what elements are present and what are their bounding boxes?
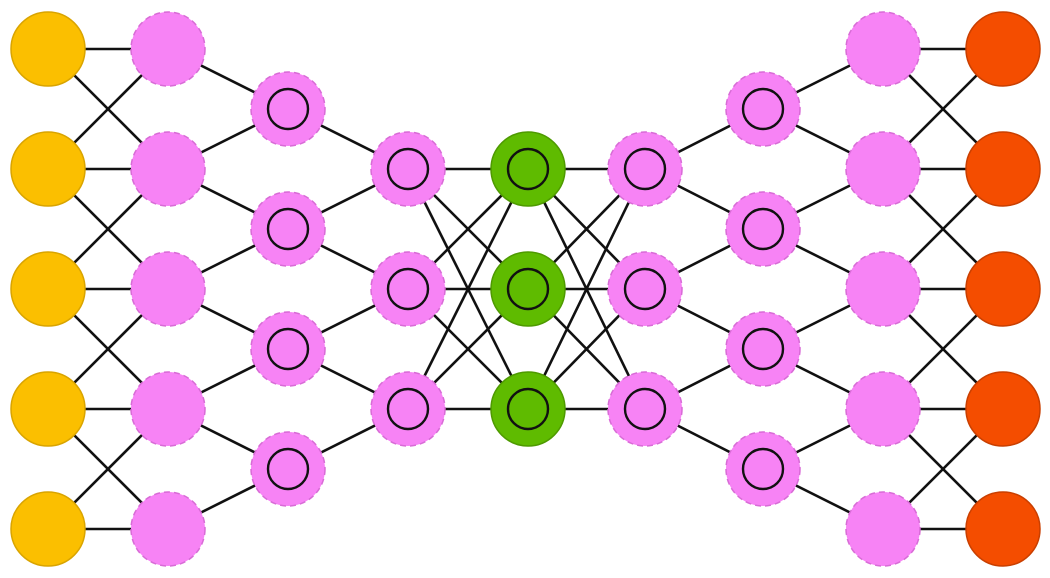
node-input-1 — [10, 11, 86, 87]
node-input-2 — [10, 131, 86, 207]
neuron-inner-ring — [386, 147, 430, 191]
neuron-circle — [490, 371, 566, 447]
neuron-circle — [965, 131, 1041, 207]
node-decoder-2-4 — [725, 431, 801, 507]
node-output-2 — [965, 131, 1041, 207]
neuron-circle — [965, 11, 1041, 87]
node-decoder-3-3 — [845, 251, 921, 327]
neuron-inner-ring — [623, 267, 667, 311]
node-output-5 — [965, 491, 1041, 567]
neuron-circle — [965, 491, 1041, 567]
neuron-inner-ring — [741, 447, 785, 491]
node-input-4 — [10, 371, 86, 447]
node-decoder-3-4 — [845, 371, 921, 447]
node-encoder-1-4 — [130, 371, 206, 447]
neuron-circle — [250, 191, 326, 267]
node-encoder-1-1 — [130, 11, 206, 87]
node-code-2 — [490, 251, 566, 327]
node-decoder-1-2 — [607, 251, 683, 327]
neuron-inner-ring — [506, 387, 550, 431]
neuron-circle — [725, 71, 801, 147]
node-output-1 — [965, 11, 1041, 87]
edge-encoder-3-2-to-code-0 — [406, 168, 530, 410]
neuron-circle — [725, 311, 801, 387]
node-decoder-3-5 — [845, 491, 921, 567]
neuron-circle — [845, 251, 921, 327]
neuron-inner-ring — [623, 387, 667, 431]
neuron-inner-ring — [266, 207, 310, 251]
neuron-circle — [370, 131, 446, 207]
neuron-circle — [607, 371, 683, 447]
node-code-3 — [490, 371, 566, 447]
neurons-group — [10, 11, 1041, 567]
neuron-circle — [845, 11, 921, 87]
node-input-5 — [10, 491, 86, 567]
neuron-circle — [130, 11, 206, 87]
neuron-inner-ring — [741, 87, 785, 131]
neuron-circle — [607, 131, 683, 207]
neuron-circle — [370, 251, 446, 327]
node-encoder-2-4 — [250, 431, 326, 507]
neuron-inner-ring — [386, 387, 430, 431]
neuron-inner-ring — [266, 327, 310, 371]
node-input-3 — [10, 251, 86, 327]
neuron-circle — [10, 371, 86, 447]
neuron-inner-ring — [506, 147, 550, 191]
neuron-circle — [607, 251, 683, 327]
neuron-circle — [725, 191, 801, 267]
neuron-circle — [725, 431, 801, 507]
node-decoder-3-2 — [845, 131, 921, 207]
node-decoder-3-1 — [845, 11, 921, 87]
node-encoder-2-1 — [250, 71, 326, 147]
neuron-circle — [130, 371, 206, 447]
node-decoder-2-2 — [725, 191, 801, 267]
neuron-circle — [10, 131, 86, 207]
edge-code-2-to-decoder-1-0 — [526, 168, 647, 410]
neuron-circle — [845, 131, 921, 207]
node-decoder-2-3 — [725, 311, 801, 387]
neuron-circle — [130, 131, 206, 207]
node-decoder-1-3 — [607, 371, 683, 447]
node-output-3 — [965, 251, 1041, 327]
node-encoder-1-3 — [130, 251, 206, 327]
neuron-inner-ring — [266, 87, 310, 131]
neuron-circle — [845, 371, 921, 447]
neuron-circle — [490, 251, 566, 327]
node-encoder-3-3 — [370, 371, 446, 447]
neuron-circle — [370, 371, 446, 447]
node-code-1 — [490, 131, 566, 207]
node-decoder-2-1 — [725, 71, 801, 147]
neuron-circle — [965, 371, 1041, 447]
neuron-circle — [10, 491, 86, 567]
neuron-circle — [250, 71, 326, 147]
neuron-inner-ring — [741, 207, 785, 251]
neuron-circle — [250, 311, 326, 387]
neuron-circle — [250, 431, 326, 507]
neuron-inner-ring — [386, 267, 430, 311]
neuron-circle — [10, 251, 86, 327]
neuron-inner-ring — [741, 327, 785, 371]
neuron-inner-ring — [506, 267, 550, 311]
neuron-inner-ring — [623, 147, 667, 191]
neuron-circle — [845, 491, 921, 567]
neuron-circle — [130, 491, 206, 567]
neuron-circle — [965, 251, 1041, 327]
node-output-4 — [965, 371, 1041, 447]
node-encoder-3-2 — [370, 251, 446, 327]
node-encoder-3-1 — [370, 131, 446, 207]
node-decoder-1-1 — [607, 131, 683, 207]
neuron-circle — [130, 251, 206, 327]
neuron-circle — [490, 131, 566, 207]
node-encoder-2-3 — [250, 311, 326, 387]
node-encoder-1-5 — [130, 491, 206, 567]
node-encoder-2-2 — [250, 191, 326, 267]
neuron-circle — [10, 11, 86, 87]
node-encoder-1-2 — [130, 131, 206, 207]
neuron-inner-ring — [266, 447, 310, 491]
